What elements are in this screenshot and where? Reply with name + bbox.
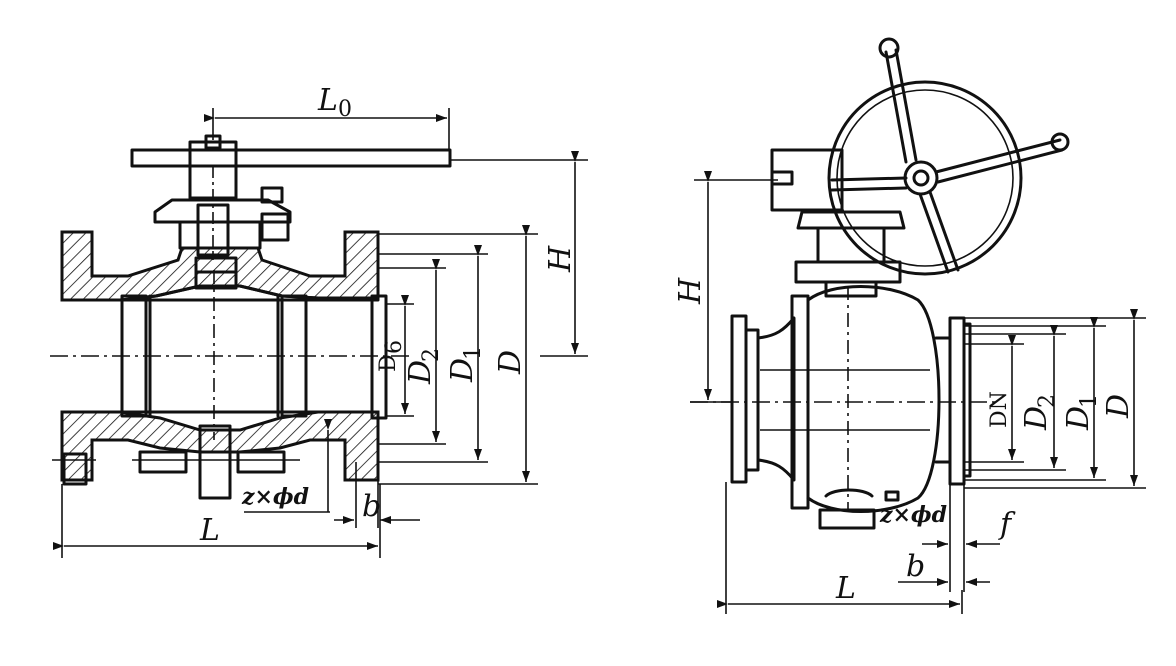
dim-D-label-left: D	[493, 350, 528, 375]
dim-D2-label-right: D	[1019, 406, 1054, 431]
dim-D2-sub-left: 2	[419, 348, 444, 362]
dim-L-label-left: L	[199, 513, 220, 548]
dim-L0-label: L	[317, 83, 338, 118]
dim-D1-sub-right: 1	[1077, 394, 1102, 408]
lever-handle	[130, 134, 452, 260]
dim-f-label: f	[998, 507, 1016, 542]
dim-DN-label: DN	[987, 391, 1012, 428]
upper-body	[60, 230, 380, 302]
dim-H-left-label: H	[543, 245, 578, 273]
valve-body	[730, 285, 972, 530]
dim-D-label-right: D	[1101, 394, 1136, 419]
dim-D2-sub-right: 2	[1035, 394, 1060, 408]
dim-D6-label: D	[376, 354, 401, 372]
lower-body	[60, 410, 380, 482]
ball-seats	[120, 270, 308, 440]
dim-D6-sub: 6	[382, 340, 407, 354]
left-view: L 0 H D 6 D 2 D 1	[50, 83, 588, 558]
dim-D1-sub-left: 1	[461, 346, 486, 360]
dim-D1-label-right: D	[1061, 406, 1096, 431]
gland	[153, 186, 292, 257]
dim-D2-label-left: D	[403, 360, 438, 385]
handwheel	[827, 37, 1070, 276]
dim-b-label-right: b	[906, 549, 925, 584]
dim-H-right-label: H	[673, 277, 708, 305]
dim-D1-label-left: D	[445, 358, 480, 383]
dim-b-label-left: b	[362, 489, 381, 524]
bolt-label-right: z×ϕd	[879, 502, 947, 528]
bolt-label-left: z×ϕd	[241, 484, 309, 510]
right-view: H DN D 2 D 1 D z×ϕd	[673, 37, 1146, 614]
gearbox	[770, 148, 906, 298]
dim-L0-sub: 0	[338, 97, 352, 122]
dim-L-label-right: L	[835, 571, 856, 606]
bottom-bolts	[52, 424, 300, 500]
